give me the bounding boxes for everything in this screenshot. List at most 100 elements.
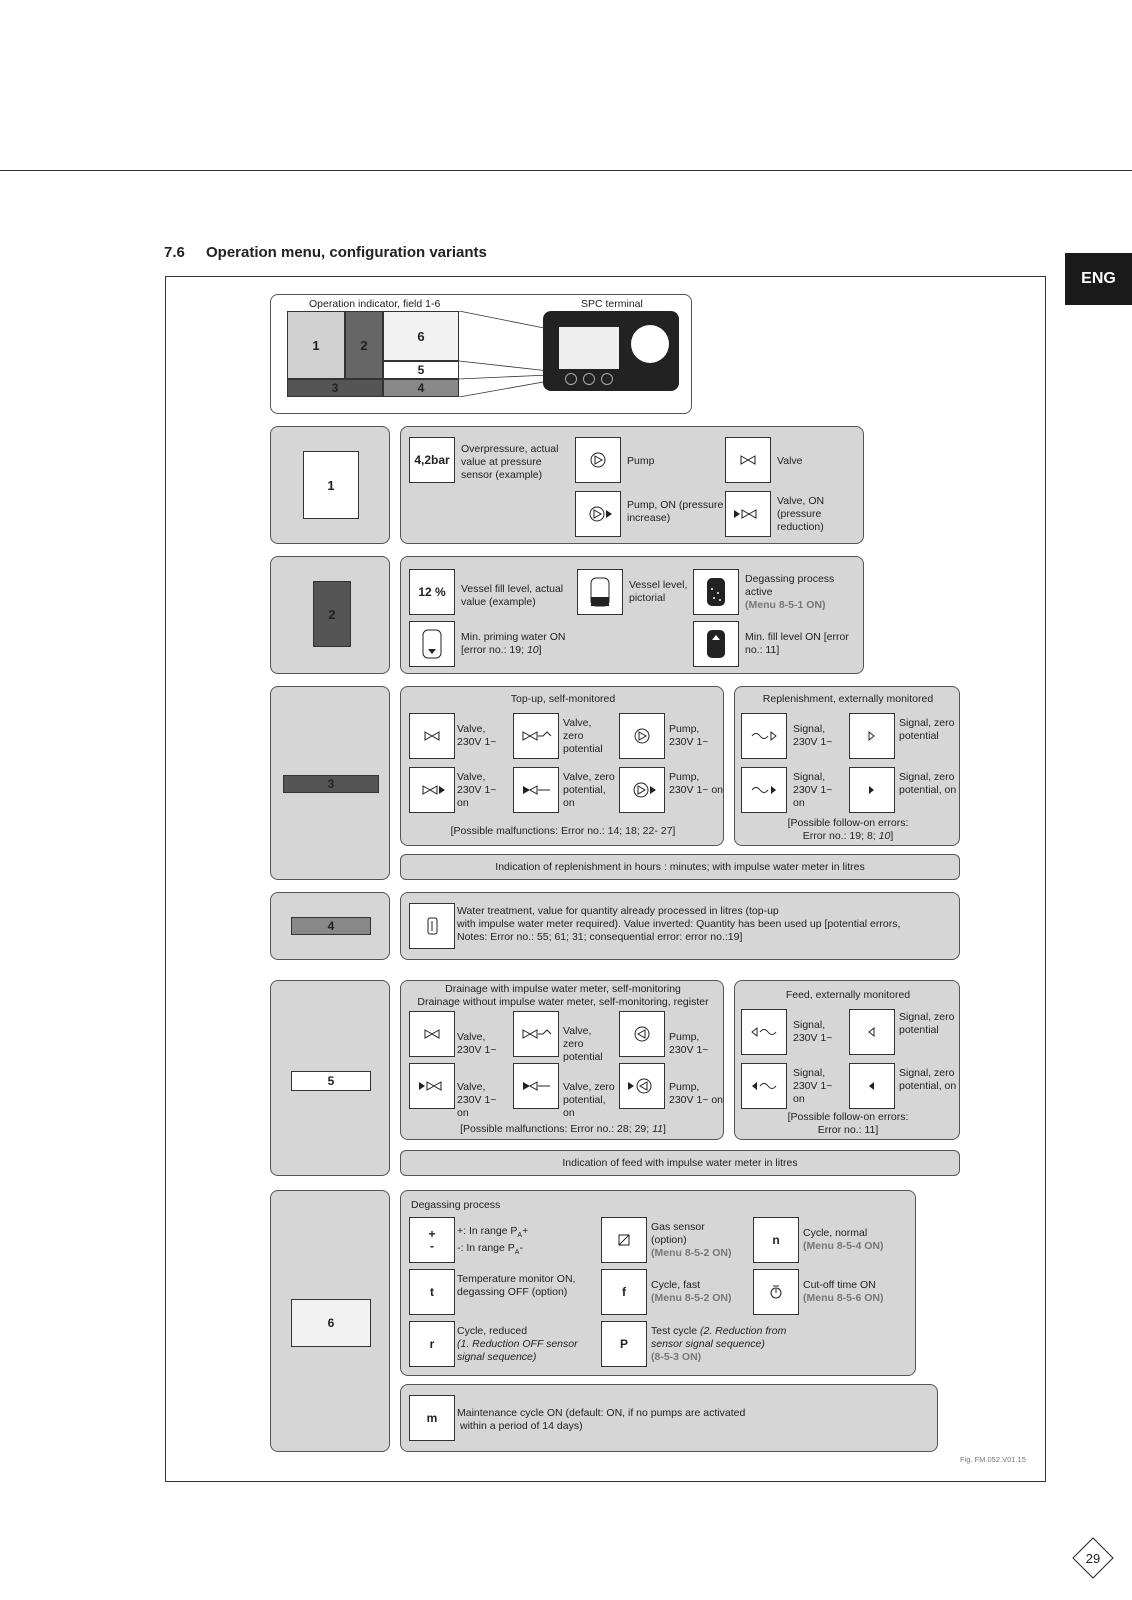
pump-drain-icon bbox=[619, 1011, 665, 1057]
feed-signal: Signal, 230V 1~ bbox=[793, 1019, 833, 1044]
range-minus-sub: A bbox=[514, 1249, 520, 1257]
pump-on-icon bbox=[575, 491, 621, 537]
range-plus-sub: A bbox=[517, 1232, 523, 1240]
cycle-fast-label: Cycle, fast bbox=[651, 1279, 701, 1291]
replenishment-indication: Indication of replenishment in hours : m… bbox=[400, 854, 960, 880]
topup-panel: Top-up, self-monitored Valve, 230V 1~ Va… bbox=[400, 686, 724, 846]
pressure-text: Overpressure, actual value at pressure s… bbox=[461, 443, 559, 481]
cycle-fast-icon: f bbox=[601, 1269, 647, 1315]
valve-label: Valve bbox=[777, 455, 803, 467]
field-6-panel: 6 bbox=[270, 1190, 390, 1452]
drain-valve: Valve, 230V 1~ bbox=[457, 1031, 497, 1056]
range-icon: +- bbox=[409, 1217, 455, 1263]
drain-pump: Pump, 230V 1~ bbox=[669, 1031, 709, 1056]
replenishment-title: Replenishment, externally monitored bbox=[762, 693, 934, 705]
range-minus: -: In range P bbox=[457, 1242, 515, 1255]
water-treatment-line2: with impulse water meter required). Valu… bbox=[457, 918, 901, 930]
spc-terminal bbox=[543, 311, 679, 391]
overview-field-3: 3 bbox=[287, 379, 383, 397]
terminal-button[interactable] bbox=[601, 373, 613, 385]
terminal-button[interactable] bbox=[565, 373, 577, 385]
degassing-label: Degassing process active (Menu 8-5-1 ON) bbox=[745, 573, 861, 612]
signal-icon bbox=[741, 713, 787, 759]
terminal-button[interactable] bbox=[583, 373, 595, 385]
valve-icon bbox=[725, 437, 771, 483]
replenishment-panel: Replenishment, externally monitored Sign… bbox=[734, 686, 960, 846]
water-treatment-line3: Notes: Error no.: 55; 61; 31; consequent… bbox=[457, 931, 743, 943]
min-priming-label: Min. priming water ON [error no.: 19; 10… bbox=[461, 631, 566, 656]
temp-monitor-text: Temperature monitor ON, degassing OFF (o… bbox=[457, 1273, 576, 1298]
temp-monitor-icon: t bbox=[409, 1269, 455, 1315]
water-treatment-icon bbox=[409, 903, 455, 949]
valve-zero-on-icon bbox=[513, 767, 559, 813]
cutoff-text: Cut-off time ON (Menu 8-5-6 ON) bbox=[803, 1279, 915, 1305]
vessel-level-label: Vessel level, pictorial bbox=[629, 579, 688, 604]
feed-follow-on: [Possible follow-on errors: Error no.: 1… bbox=[735, 1111, 961, 1137]
maintenance-text: Maintenance cycle ON (default: ON, if no… bbox=[457, 1407, 927, 1433]
cycle-reduced-text: Cycle, reduced (1. Reduction OFF sensor … bbox=[457, 1325, 587, 1364]
feed-signal-zero-on: Signal, zero potential, on bbox=[899, 1067, 957, 1092]
cycle-reduced-label: Cycle, reduced bbox=[457, 1325, 528, 1337]
cycle-fast-text: Cycle, fast (Menu 8-5-2 ON) bbox=[651, 1279, 751, 1305]
topup-title: Top-up, self-monitored bbox=[510, 693, 616, 705]
field-2-panel: 2 bbox=[270, 556, 390, 674]
repl-signal-on: Signal, 230V 1~ on bbox=[793, 771, 833, 809]
page-number: 29 bbox=[1072, 1537, 1114, 1579]
valve-on-icon bbox=[409, 1063, 455, 1109]
valve-icon bbox=[409, 713, 455, 759]
water-treatment-line1: Water treatment, value for quantity alre… bbox=[457, 905, 779, 917]
feed-signal-zero: Signal, zero potential bbox=[899, 1011, 955, 1036]
topup-valve: Valve, 230V 1~ bbox=[457, 723, 497, 748]
callout-lines bbox=[459, 311, 550, 397]
valve-zero-on-icon bbox=[513, 1063, 559, 1109]
overview-panel: Operation indicator, field 1-6 SPC termi… bbox=[270, 294, 692, 414]
follow-on-line1: [Possible follow-on errors: bbox=[787, 817, 909, 829]
feed-signal-on-icon bbox=[741, 1063, 787, 1109]
valve-icon bbox=[409, 1011, 455, 1057]
repl-signal-zero-on: Signal, zero potential, on bbox=[899, 771, 957, 796]
test-cycle-icon: P bbox=[601, 1321, 647, 1367]
water-treatment-text: Water treatment, value for quantity alre… bbox=[457, 905, 957, 944]
test-cycle-text: Test cycle (2. Reduction from sensor sig… bbox=[651, 1325, 801, 1364]
feed-panel: Feed, externally monitored Signal, 230V … bbox=[734, 980, 960, 1140]
pump-on-icon bbox=[619, 767, 665, 813]
field-label: Operation indicator, field 1-6 bbox=[309, 298, 441, 310]
follow-on-line2: Error no.: 19; 8; bbox=[802, 830, 879, 842]
vessel-level-icon bbox=[577, 569, 623, 615]
range-plus: +: In range P bbox=[457, 1225, 518, 1237]
drain-valve-zero: Valve, zero potential bbox=[563, 1025, 603, 1063]
header-rule bbox=[0, 170, 1132, 171]
drain-valve-zero-on: Valve, zero potential, on bbox=[563, 1081, 615, 1119]
language-tab[interactable]: ENG bbox=[1065, 253, 1132, 305]
page-number-diamond bbox=[1072, 1537, 1114, 1579]
signal-on-icon bbox=[741, 767, 787, 813]
feed-signal-zero-on-icon bbox=[849, 1063, 895, 1109]
drain-malf-end: ] bbox=[663, 1123, 666, 1135]
field-4-indicator: 4 bbox=[291, 917, 371, 935]
field-4-content: Water treatment, value for quantity alre… bbox=[400, 892, 960, 960]
figure-frame bbox=[165, 276, 1046, 1482]
valve-on-icon bbox=[409, 767, 455, 813]
drainage-title-1: Drainage with impulse water meter, self-… bbox=[445, 983, 681, 995]
test-cycle-menu: (8-5-3 ON) bbox=[651, 1351, 702, 1363]
terminal-label: SPC terminal bbox=[581, 298, 643, 310]
pump-on-label: Pump, ON (pressure increase) bbox=[627, 499, 724, 524]
overview-field-6: 6 bbox=[383, 311, 459, 361]
pressure-value-icon: 4,2bar bbox=[409, 437, 455, 483]
pump-icon bbox=[619, 713, 665, 759]
degassing-title: Degassing process bbox=[411, 1199, 501, 1211]
test-cycle-note: (2. Reduction from sensor signal sequenc… bbox=[651, 1325, 787, 1350]
min-priming-text: Min. priming water ON bbox=[461, 631, 566, 643]
figure-reference: Fig. FM.052.V01.15 bbox=[960, 1455, 1026, 1464]
overview-field-2: 2 bbox=[345, 311, 383, 379]
drain-malf-italic: 11 bbox=[652, 1123, 663, 1135]
cycle-normal-label: Cycle, normal bbox=[803, 1227, 868, 1239]
feed-title: Feed, externally monitored bbox=[785, 989, 911, 1001]
field-3-indicator: 3 bbox=[283, 775, 379, 793]
maintenance-panel: m Maintenance cycle ON (default: ON, if … bbox=[400, 1384, 938, 1452]
range-text: +: In range PA+ -: In range PA- bbox=[457, 1225, 529, 1257]
maintenance-icon: m bbox=[409, 1395, 455, 1441]
cutoff-time-icon bbox=[753, 1269, 799, 1315]
cycle-normal-text: Cycle, normal (Menu 8-5-4 ON) bbox=[803, 1227, 915, 1253]
